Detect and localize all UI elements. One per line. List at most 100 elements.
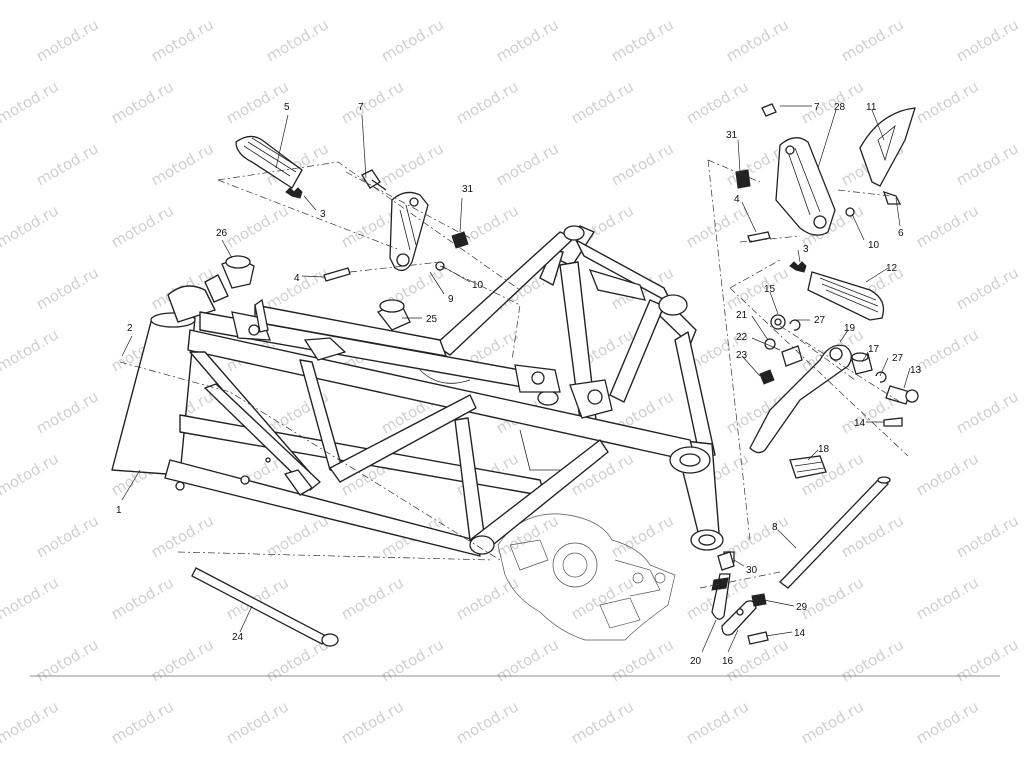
watermark-text: motod.ru (263, 511, 332, 561)
leader-lines (121, 105, 911, 653)
callout-27: 27 (892, 353, 904, 364)
watermark-text: motod.ru (723, 15, 792, 65)
callout-10: 10 (472, 280, 484, 291)
watermark-text: motod.ru (33, 635, 102, 685)
watermark-text: motod.ru (953, 15, 1022, 65)
watermark-text: motod.ru (453, 77, 522, 127)
callout-19: 19 (844, 323, 856, 334)
callout-15: 15 (764, 284, 776, 295)
callout-30: 30 (746, 565, 758, 576)
watermark-text: motod.ru (378, 139, 447, 189)
watermark-text: motod.ru (0, 573, 62, 623)
left-footpeg-assembly (221, 135, 469, 331)
watermark-text: motod.ru (0, 201, 62, 251)
watermark-text: motod.ru (683, 201, 752, 251)
callout-13: 13 (910, 365, 922, 376)
engine-outline (497, 513, 676, 641)
watermark-text: motod.ru (223, 201, 292, 251)
watermark-text: motod.ru (683, 77, 752, 127)
callout-8: 8 (772, 522, 778, 533)
watermark-text: motod.ru (33, 387, 102, 437)
watermark-text: motod.ru (723, 263, 792, 313)
callout-31: 31 (726, 130, 738, 141)
watermark-text: motod.ru (0, 697, 62, 747)
watermark-text: motod.ru (568, 77, 637, 127)
watermark-text: motod.ru (953, 263, 1022, 313)
watermark-text: motod.ru (453, 697, 522, 747)
watermark-text: motod.ru (953, 139, 1022, 189)
watermark-text: motod.ru (798, 697, 867, 747)
callout-14: 14 (854, 418, 866, 429)
watermark-text: motod.ru (148, 511, 217, 561)
callout-14: 14 (794, 628, 806, 639)
callout-24: 24 (232, 632, 244, 643)
watermark-text: motod.ru (108, 697, 177, 747)
callout-11: 11 (866, 102, 877, 113)
callout-16: 16 (722, 656, 734, 667)
watermark-text: motod.ru (33, 139, 102, 189)
watermark-text: motod.ru (148, 15, 217, 65)
callout-7: 7 (358, 102, 364, 113)
watermark-text: motod.ru (0, 449, 62, 499)
callout-9: 9 (448, 294, 454, 305)
watermark-text: motod.ru (838, 15, 907, 65)
watermark-text: motod.ru (108, 201, 177, 251)
watermark-text: motod.ru (453, 573, 522, 623)
watermark-text: motod.ru (913, 697, 982, 747)
watermark-text: motod.ru (608, 635, 677, 685)
watermark-text: motod.ru (0, 77, 62, 127)
callout-6: 6 (898, 228, 904, 239)
watermark-text: motod.ru (493, 635, 562, 685)
callout-21: 21 (736, 310, 748, 321)
watermark-text: motod.ru (608, 15, 677, 65)
watermark-text: motod.ru (378, 635, 447, 685)
callout-27: 27 (814, 315, 826, 326)
watermark-text: motod.ru (263, 15, 332, 65)
callout-7: 7 (814, 102, 820, 113)
callout-28: 28 (834, 102, 846, 113)
main-frame (111, 225, 724, 557)
watermark-text: motod.ru (798, 77, 867, 127)
watermark-text: motod.ru (108, 573, 177, 623)
watermark-text: motod.ru (608, 511, 677, 561)
watermark-text: motod.ru (33, 511, 102, 561)
right-footpeg-assembly (191, 103, 919, 647)
watermark-text: motod.ru (33, 263, 102, 313)
callout-12: 12 (886, 263, 898, 274)
callout-3: 3 (320, 209, 326, 220)
callout-17: 17 (868, 344, 880, 355)
callout-10: 10 (868, 240, 880, 251)
watermark-text: motod.ru (913, 201, 982, 251)
callout-1: 1 (116, 505, 122, 516)
watermark-text: motod.ru (263, 263, 332, 313)
callout-5: 5 (284, 102, 290, 113)
watermark-text: motod.ru (148, 139, 217, 189)
watermark-text: motod.ru (913, 77, 982, 127)
callout-3: 3 (803, 244, 809, 255)
watermark-text: motod.ru (148, 635, 217, 685)
callout-29: 29 (796, 602, 808, 613)
watermark-text: motod.ru (33, 15, 102, 65)
watermark-text: motod.ru (798, 573, 867, 623)
watermark-text: motod.ru (913, 573, 982, 623)
watermark-text: motod.ru (568, 697, 637, 747)
watermark-text: motod.ru (108, 77, 177, 127)
callout-31: 31 (462, 184, 474, 195)
callout-labels: 1 2 3 3 4 4 5 6 7 7 8 9 10 10 11 12 13 1… (116, 102, 922, 667)
watermark-text: motod.ru (953, 387, 1022, 437)
watermark-text: motod.ru (953, 635, 1022, 685)
watermark-text: motod.ru (913, 449, 982, 499)
callout-20: 20 (690, 656, 702, 667)
callout-4: 4 (734, 194, 740, 205)
callout-4: 4 (294, 273, 300, 284)
watermark-text: motod.ru (568, 573, 637, 623)
watermark-text: motod.ru (338, 573, 407, 623)
watermark-text: motod.ru (223, 77, 292, 127)
callout-18: 18 (818, 444, 830, 455)
callout-26: 26 (216, 228, 228, 239)
watermark-text: motod.ru (338, 77, 407, 127)
watermark-text: motod.ru (913, 325, 982, 375)
watermark-text: motod.ru (493, 15, 562, 65)
callout-22: 22 (736, 332, 748, 343)
